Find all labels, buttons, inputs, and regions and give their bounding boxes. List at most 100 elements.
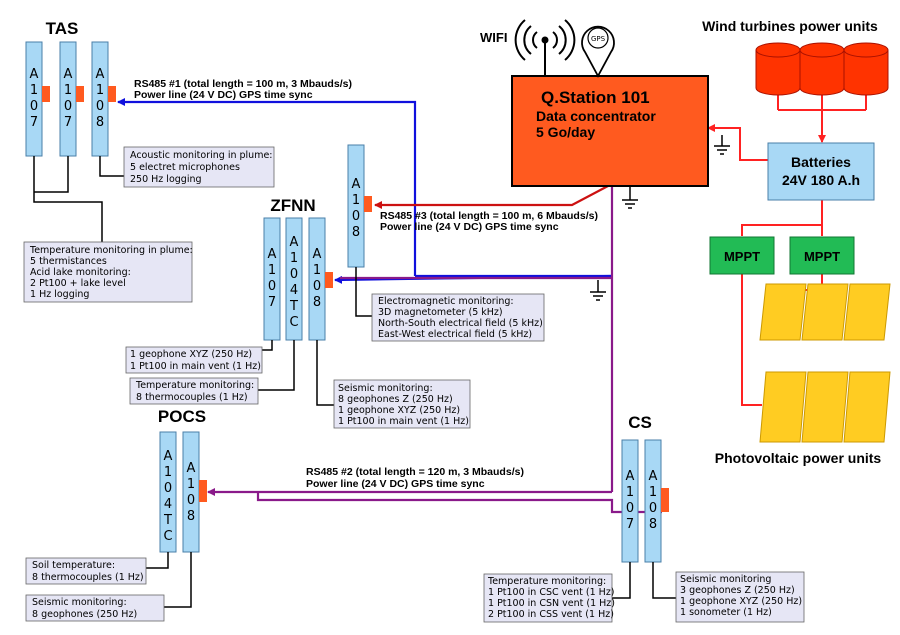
svg-text:250 Hz logging: 250 Hz logging [130, 174, 202, 185]
svg-text:Acoustic monitoring in plume:: Acoustic monitoring in plume: [130, 150, 273, 161]
note-zfnn-em: Electromagnetic monitoring: 3D magnetome… [371, 293, 545, 342]
pocs-title: POCS [158, 407, 206, 426]
batteries-box [767, 142, 875, 201]
svg-text:2 Pt100 in CSS vent (1 Hz): 2 Pt100 in CSS vent (1 Hz) [488, 609, 614, 620]
zfnn-title: ZFNN [270, 196, 315, 215]
mppt-label-2: MPPT [804, 249, 840, 264]
svg-text:T: T [289, 299, 298, 314]
svg-text:0: 0 [352, 209, 360, 224]
svg-text:3D magnetometer (5 kHz): 3D magnetometer (5 kHz) [378, 307, 503, 318]
svg-text:0: 0 [187, 493, 195, 508]
svg-text:Temperature monitoring in plum: Temperature monitoring in plume: [29, 245, 193, 256]
tas-modules [25, 41, 116, 157]
pv-panels [759, 283, 891, 443]
svg-text:Seismic monitoring: Seismic monitoring [680, 574, 771, 585]
tas-wiring [33, 150, 126, 242]
gps-label: GPS [591, 35, 606, 43]
wifi-label: WIFI [480, 30, 507, 45]
svg-text:Temperature monitoring:: Temperature monitoring: [487, 576, 606, 587]
rs485-1-sublabel: Power line (24 V DC) GPS time sync [134, 89, 313, 101]
svg-text:0: 0 [268, 279, 276, 294]
batteries-line1: Batteries [791, 154, 851, 170]
svg-text:A: A [313, 247, 322, 262]
gps-pin-icon: GPS [581, 25, 615, 78]
tas-connector-1 [42, 86, 50, 102]
svg-text:7: 7 [268, 295, 276, 310]
zfnn-top-connector [364, 196, 372, 212]
svg-text:4: 4 [164, 497, 172, 512]
svg-text:8 thermocouples (1 Hz): 8 thermocouples (1 Hz) [32, 572, 144, 583]
note-cs-temperature: Temperature monitoring: 1 Pt100 in CSC v… [483, 573, 615, 623]
svg-text:1 Pt100 in CSC vent (1 Hz): 1 Pt100 in CSC vent (1 Hz) [488, 587, 615, 598]
mppt-box-2 [789, 236, 855, 275]
tas-connector-3 [108, 86, 116, 102]
wind-turbine-units [755, 42, 889, 96]
svg-text:Seismic monitoring:: Seismic monitoring: [338, 383, 433, 394]
rs485-3-line [374, 185, 609, 209]
svg-text:8: 8 [187, 509, 195, 524]
svg-text:C: C [289, 315, 298, 330]
svg-text:2 Pt100 + lake level: 2 Pt100 + lake level [30, 278, 126, 289]
rs485-3-sublabel: Power line (24 V DC) GPS time sync [380, 221, 559, 233]
svg-text:A: A [64, 67, 73, 82]
svg-text:1 Pt100 in main vent (1 Hz): 1 Pt100 in main vent (1 Hz) [338, 416, 469, 427]
svg-text:North-South electrical field (: North-South electrical field (5 kHz) [378, 318, 543, 329]
qstation-line2: Data concentrator [536, 108, 656, 124]
svg-text:1 Pt100 in CSN vent (1 Hz): 1 Pt100 in CSN vent (1 Hz) [488, 598, 615, 609]
svg-text:1 sonometer (1 Hz): 1 sonometer (1 Hz) [680, 607, 772, 618]
batteries-line2: 24V 180 A.h [782, 172, 860, 188]
svg-text:C: C [163, 529, 172, 544]
svg-text:A: A [187, 461, 196, 476]
svg-text:0: 0 [30, 99, 38, 114]
svg-text:A: A [96, 67, 105, 82]
svg-text:8: 8 [96, 115, 104, 130]
svg-text:0: 0 [290, 267, 298, 282]
svg-text:8: 8 [313, 295, 321, 310]
svg-text:7: 7 [30, 115, 38, 130]
svg-text:Soil temperature:: Soil temperature: [32, 560, 115, 571]
rs485-1-label: RS485 #1 (total length = 100 m, 3 Mbauds… [134, 78, 352, 90]
svg-text:A: A [626, 469, 635, 484]
svg-text:A: A [649, 469, 658, 484]
svg-text:A: A [164, 449, 173, 464]
tas-connector-2 [76, 86, 84, 102]
svg-text:8 geophones Z (250 Hz): 8 geophones Z (250 Hz) [338, 394, 453, 405]
svg-text:5 electret microphones: 5 electret microphones [130, 162, 240, 173]
note-cs-seismic: Seismic monitoring 3 geophones Z (250 Hz… [675, 571, 805, 623]
svg-text:0: 0 [649, 501, 657, 516]
svg-text:5 thermistances: 5 thermistances [30, 256, 107, 267]
svg-text:3 geophones Z (250 Hz): 3 geophones Z (250 Hz) [680, 585, 795, 596]
rs485-2-label: RS485 #2 (total length = 120 m, 3 Mbauds… [306, 466, 524, 478]
pocs-wiring [146, 552, 192, 608]
svg-text:T: T [163, 513, 172, 528]
wifi-antenna-icon [514, 19, 576, 76]
svg-text:0: 0 [164, 481, 172, 496]
svg-text:0: 0 [313, 279, 321, 294]
note-pocs-soil: Soil temperature: 8 thermocouples (1 Hz) [25, 557, 147, 585]
svg-text:A: A [30, 67, 39, 82]
svg-text:1: 1 [64, 83, 72, 98]
svg-text:East-West electrical field (5: East-West electrical field (5 kHz) [378, 329, 532, 340]
svg-text:1: 1 [30, 83, 38, 98]
cs-wiring [612, 562, 678, 599]
svg-text:8 thermocouples (1 Hz): 8 thermocouples (1 Hz) [136, 392, 248, 403]
svg-text:1 geophone XYZ (250 Hz): 1 geophone XYZ (250 Hz) [338, 405, 460, 416]
ground-icon [590, 135, 730, 301]
svg-text:Temperature monitoring:: Temperature monitoring: [135, 380, 254, 391]
mppt-label-1: MPPT [724, 249, 760, 264]
svg-text:7: 7 [626, 517, 634, 532]
qstation-title: Q.Station 101 [541, 88, 650, 107]
svg-text:A: A [268, 247, 277, 262]
pv-title: Photovoltaic power units [715, 450, 882, 466]
rs485-2-sublabel: Power line (24 V DC) GPS time sync [306, 478, 485, 490]
svg-text:8: 8 [352, 225, 360, 240]
note-tas-temperature: Temperature monitoring in plume: 5 therm… [23, 241, 193, 303]
svg-text:1 geophone XYZ (250 Hz): 1 geophone XYZ (250 Hz) [130, 349, 252, 360]
wind-title: Wind turbines power units [702, 18, 878, 34]
svg-text:1 Pt100 in main vent (1 Hz): 1 Pt100 in main vent (1 Hz) [130, 361, 261, 372]
svg-text:1: 1 [290, 251, 298, 266]
